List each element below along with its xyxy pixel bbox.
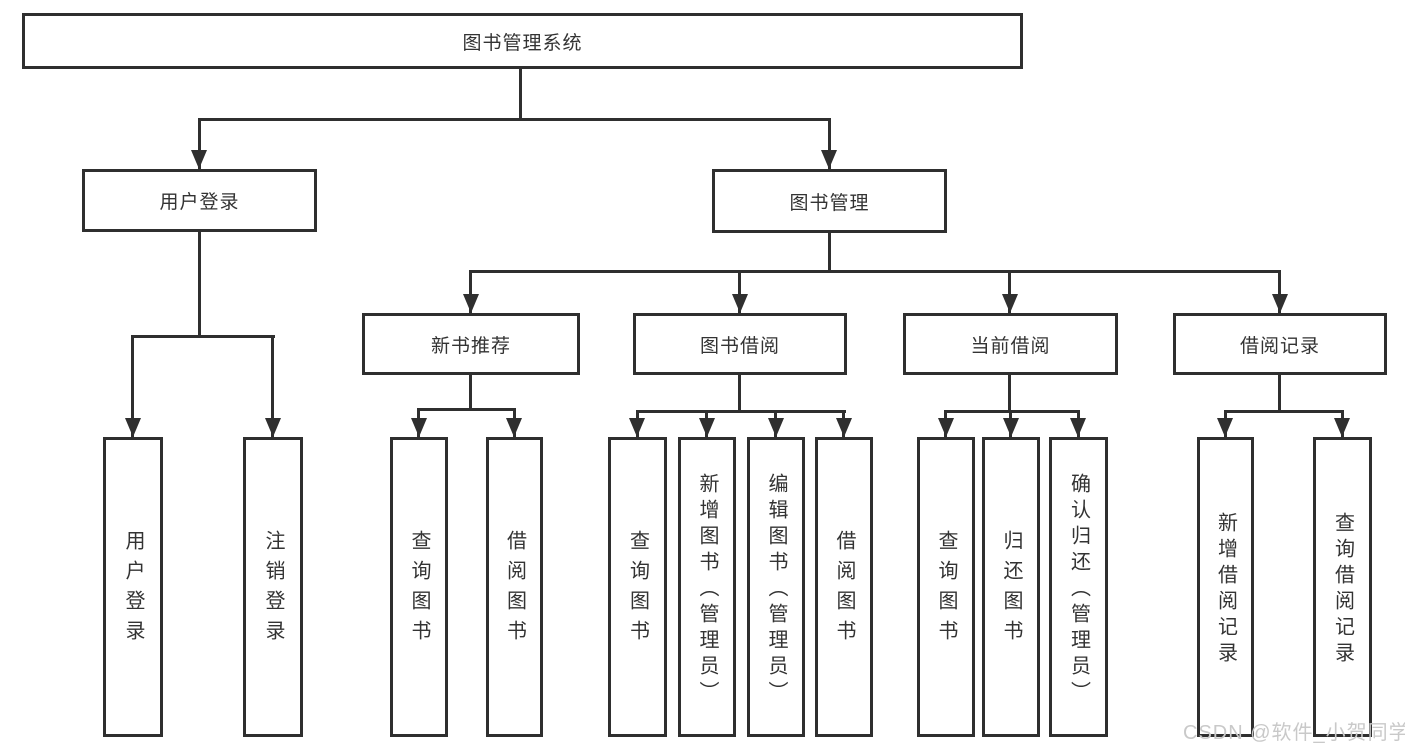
connector-line: [417, 408, 516, 411]
leaf-query-books-current: 查询图书: [917, 437, 975, 737]
arrowhead-down-icon: [265, 418, 281, 437]
node-new-book-recommend: 新书推荐: [362, 313, 580, 375]
leaf-add-borrow-record: 新增借阅记录: [1197, 437, 1254, 737]
node-root-library-system: 图书管理系统: [22, 13, 1023, 69]
connector-line: [131, 335, 275, 338]
leaf-query-books-recommend: 查询图书: [390, 437, 448, 737]
connector-line: [1008, 375, 1011, 410]
node-book-borrowing: 图书借阅: [633, 313, 847, 375]
connector-line: [944, 410, 1080, 413]
leaf-query-borrow-record: 查询借阅记录: [1313, 437, 1372, 737]
node-book-management: 图书管理: [712, 169, 947, 233]
connector-line: [469, 270, 472, 313]
arrowhead-down-icon: [938, 418, 954, 437]
connector-line: [1008, 270, 1011, 313]
leaf-query-books-borrow: 查询图书: [608, 437, 667, 737]
arrowhead-down-icon: [836, 418, 852, 437]
arrowhead-down-icon: [629, 418, 645, 437]
arrowhead-down-icon: [1217, 418, 1233, 437]
node-user-login: 用户登录: [82, 169, 317, 232]
node-borrowing-records: 借阅记录: [1173, 313, 1387, 375]
arrowhead-down-icon: [191, 150, 207, 169]
arrowhead-down-icon: [463, 294, 479, 313]
csdn-watermark: CSDN @软件_小贺同学: [1183, 722, 1405, 744]
leaf-borrow-books-recommend: 借阅图书: [486, 437, 543, 737]
arrowhead-down-icon: [506, 418, 522, 437]
connector-line: [828, 118, 831, 169]
arrowhead-down-icon: [699, 418, 715, 437]
leaf-logout: 注销登录: [243, 437, 303, 737]
connector-line: [198, 118, 831, 121]
connector-line: [636, 410, 846, 413]
leaf-return-book: 归还图书: [982, 437, 1040, 737]
arrowhead-down-icon: [732, 294, 748, 313]
connector-line: [198, 118, 201, 169]
leaf-add-book-admin: 新增图书（管理员）: [678, 437, 736, 737]
leaf-edit-book-admin: 编辑图书（管理员）: [747, 437, 805, 737]
arrowhead-down-icon: [1070, 418, 1086, 437]
leaf-borrow-books: 借阅图书: [815, 437, 873, 737]
arrowhead-down-icon: [1003, 418, 1019, 437]
connector-line: [198, 232, 201, 335]
connector-line: [1278, 375, 1281, 410]
arrowhead-down-icon: [1334, 418, 1350, 437]
connector-line: [469, 375, 472, 408]
arrowhead-down-icon: [1002, 294, 1018, 313]
connector-line: [1278, 270, 1281, 313]
connector-line: [519, 69, 522, 118]
connector-line: [738, 270, 741, 313]
arrowhead-down-icon: [1272, 294, 1288, 313]
connector-line: [131, 335, 134, 437]
connector-line: [1224, 410, 1344, 413]
arrowhead-down-icon: [125, 418, 141, 437]
connector-line: [271, 335, 274, 437]
node-current-borrowing: 当前借阅: [903, 313, 1118, 375]
arrowhead-down-icon: [411, 418, 427, 437]
arrowhead-down-icon: [821, 150, 837, 169]
leaf-confirm-return-admin: 确认归还（管理员）: [1049, 437, 1108, 737]
leaf-user-login: 用户登录: [103, 437, 163, 737]
arrowhead-down-icon: [768, 418, 784, 437]
connector-line: [738, 375, 741, 410]
connector-line: [469, 270, 1281, 273]
connector-line: [828, 233, 831, 270]
